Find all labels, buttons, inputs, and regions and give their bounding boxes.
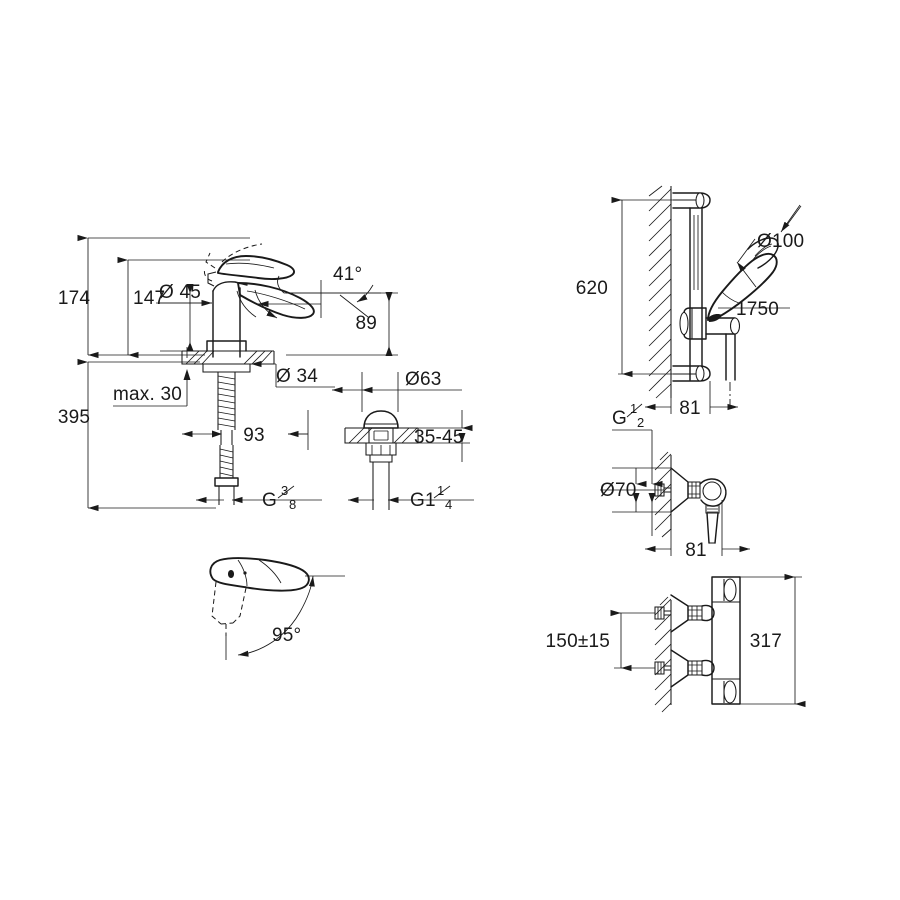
dimension-thread-g38: G 3 8: [196, 483, 322, 512]
dimension-diameter-100: Ø100: [736, 204, 804, 288]
view-pop-up-waste: Ø63 35-45 G1 1 4: [332, 369, 474, 512]
dim-label-d63: Ø63: [405, 369, 442, 390]
dimension-317: 317: [740, 573, 806, 708]
dim-label-d70: Ø70: [600, 480, 637, 501]
dimension-thread-g12: G 1 2: [612, 401, 663, 536]
dimension-1750: 1750: [718, 299, 790, 320]
dimension-diameter-70: Ø70: [600, 467, 671, 513]
dimension-thread-g114: G1 1 4: [348, 483, 474, 512]
dimension-89: 89: [286, 292, 398, 356]
dim-label-g38-num: 3: [281, 483, 288, 498]
dim-label-95deg: 95°: [272, 625, 301, 646]
dim-label-317: 317: [750, 631, 782, 652]
dimension-angle-95: 95°: [237, 575, 315, 657]
faucet-body-geometry: [181, 243, 315, 505]
view-basin-mixer: 174 147 Ø 45 41°: [58, 234, 398, 512]
dimension-max-30: max. 30: [113, 347, 191, 407]
view-wall-union: G 1 2 Ø70 81: [600, 401, 750, 561]
dimension-93: 93: [182, 410, 309, 450]
dim-label-395: 395: [58, 407, 90, 428]
dim-label-g38-base: G: [262, 490, 277, 511]
thermostat-geometry: [654, 576, 741, 705]
dimension-147: 147: [117, 256, 250, 359]
dim-label-620: 620: [576, 278, 608, 299]
dimension-diameter-45: Ø 45: [156, 282, 212, 351]
dim-label-g114-den: 4: [445, 497, 452, 512]
dim-label-g114-base: G1: [410, 490, 436, 511]
view-lever-plan: 95°: [209, 557, 345, 660]
dimension-81-top: 81: [645, 381, 738, 419]
shower-rail-geometry: [672, 192, 779, 410]
union-geometry: [654, 467, 727, 544]
dim-label-g114-num: 1: [437, 483, 444, 498]
view-shower-rail-set: 620 Ø100 1750 81: [576, 185, 804, 419]
dimension-150-tol: 150±15: [546, 609, 655, 672]
dim-label-81-top: 81: [679, 398, 701, 419]
wall-section-top: [648, 185, 672, 399]
dim-label-150: 150±15: [546, 631, 610, 652]
dimension-diameter-34: Ø 34: [251, 360, 335, 388]
dim-label-174: 174: [58, 288, 91, 309]
dim-label-93: 93: [243, 425, 265, 446]
dimension-620: 620: [576, 196, 690, 378]
dim-label-41deg: 41°: [333, 264, 362, 285]
dimension-395: 395: [58, 358, 216, 512]
dim-label-max30: max. 30: [113, 384, 182, 405]
dim-label-d45: Ø 45: [159, 282, 201, 303]
dim-label-1750: 1750: [736, 299, 779, 320]
dim-label-g12-num: 1: [630, 401, 637, 416]
view-thermostatic-mixer: 150±15 317: [546, 573, 806, 713]
dim-label-g12-den: 2: [637, 415, 644, 430]
dim-label-d100: Ø100: [757, 231, 804, 252]
dim-label-g38-den: 8: [289, 497, 296, 512]
dimension-35-45: 35-45: [400, 410, 473, 462]
dimension-81-middle: 81: [645, 500, 750, 561]
wall-section-bottom: [654, 596, 672, 713]
dim-label-147: 147: [133, 288, 165, 309]
dimension-angle-41: 41°: [236, 264, 381, 319]
dim-label-89: 89: [355, 313, 377, 334]
dimension-174: 174: [58, 234, 250, 359]
dim-label-d34: Ø 34: [276, 366, 318, 387]
dim-label-3545: 35-45: [414, 427, 464, 448]
dim-label-81-middle: 81: [685, 540, 707, 561]
wall-section-middle: [654, 451, 672, 538]
dim-label-g12-base: G: [612, 408, 627, 429]
dimension-diameter-63: Ø63: [332, 369, 462, 412]
waste-geometry: [344, 410, 419, 510]
